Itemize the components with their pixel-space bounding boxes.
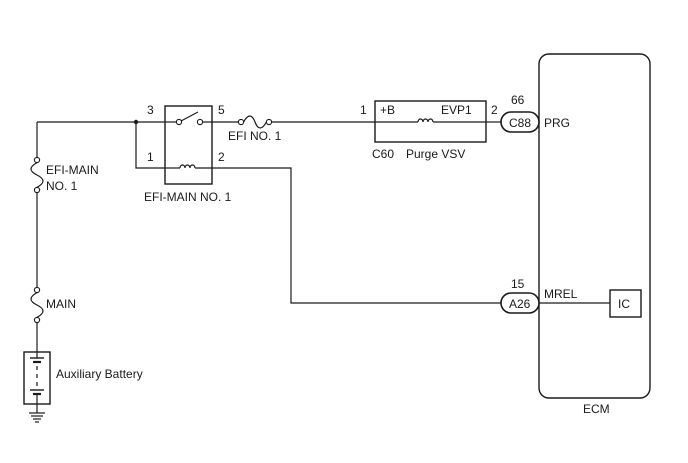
fuse-main-label: MAIN: [46, 297, 76, 311]
vsv-name: Purge VSV: [406, 147, 465, 161]
vsv-terminal-evp1: EVP1: [441, 103, 472, 117]
ecm-terminal-mrel: MREL: [544, 287, 578, 301]
fuse-efi-no1-element: [243, 115, 267, 129]
ecm-box: [538, 53, 651, 399]
relay-efi-main-no1: 3 5 1 2 EFI-MAIN NO. 1: [144, 103, 232, 204]
vsv-terminal-plus-b: +B: [380, 103, 395, 117]
vsv-pin-1: 1: [360, 103, 367, 117]
relay-contact-left: [175, 118, 183, 126]
fuse-main-element: [30, 292, 44, 318]
wires: [36, 119, 610, 352]
fuse-efi-main-element: [30, 162, 44, 188]
relay-coil: [179, 164, 196, 169]
fuse-efi-no1-label: EFI NO. 1: [228, 129, 282, 143]
relay-pin-3: 3: [147, 103, 154, 117]
relay-pin-2: 2: [218, 150, 225, 164]
fuse-main-end-top: [33, 286, 41, 294]
wire-to-relay-pin1: [135, 122, 165, 169]
fuse-efi-no1: EFI NO. 1: [228, 115, 282, 143]
vsv-pin-2: 2: [491, 103, 498, 117]
fuse-efi-no1-end-left: [237, 118, 245, 126]
connector-c88: [500, 111, 540, 133]
relay-label: EFI-MAIN NO. 1: [144, 190, 232, 204]
wire-relay-pin2-to-a26: [212, 167, 502, 304]
purge-vsv: +B EVP1 1 2 C60 Purge VSV: [360, 100, 498, 161]
ecm: ECM C88 66 PRG A26 15 MREL IC: [500, 53, 651, 416]
ecm-ic-label: IC: [618, 297, 630, 311]
fuse-efi-main-label-line2: NO. 1: [46, 179, 78, 193]
auxiliary-battery: Auxiliary Battery: [23, 351, 143, 423]
relay-switch-arm: [180, 111, 199, 122]
junction-dot: [133, 119, 139, 125]
vsv-coil: [417, 118, 434, 123]
fuse-efi-main-label-line1: EFI-MAIN: [46, 163, 99, 177]
ecm-ic-box: [609, 289, 642, 318]
ground-icon: [29, 412, 45, 423]
ecm-pin-66: 66: [511, 93, 525, 107]
fuse-efi-main-end-top: [33, 156, 41, 164]
fuse-main: MAIN: [30, 286, 76, 324]
relay-pin-5: 5: [218, 103, 225, 117]
ecm-pin-15: 15: [511, 277, 525, 291]
vsv-connector: C60: [372, 147, 394, 161]
fuse-efi-main-end-bottom: [33, 186, 41, 194]
relay-pin-1: 1: [147, 150, 154, 164]
battery-label: Auxiliary Battery: [56, 367, 143, 381]
ecm-terminal-prg: PRG: [544, 116, 570, 130]
connector-a26: [500, 292, 540, 314]
relay-contact-right: [196, 118, 204, 126]
fuse-efi-main-no1: EFI-MAIN NO. 1: [30, 156, 99, 194]
relay-box: [164, 105, 213, 185]
connector-c88-label: C88: [509, 116, 531, 130]
ecm-label: ECM: [583, 402, 610, 416]
connector-a26-label: A26: [509, 297, 531, 311]
fuse-efi-no1-end-right: [265, 118, 273, 126]
fuse-main-end-bottom: [33, 316, 41, 324]
